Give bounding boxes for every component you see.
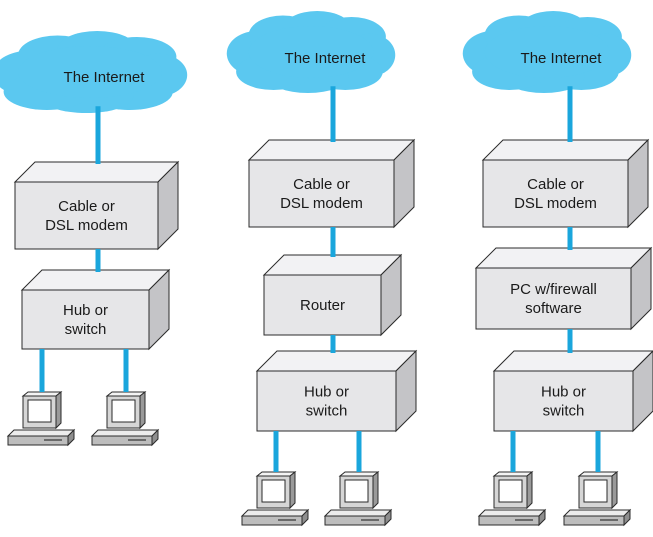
box-top-face	[247, 139, 416, 161]
device-label: software	[525, 300, 582, 317]
device-label: Router	[300, 297, 345, 314]
box-front-face	[248, 159, 395, 228]
device-box: Hub or switch	[20, 268, 171, 351]
device-label: switch	[543, 403, 585, 420]
device-box: Hub or switch	[492, 350, 653, 433]
device-box: Cable or DSL modem	[13, 160, 180, 251]
box-top-face	[20, 269, 171, 291]
box-front-face	[263, 274, 382, 336]
device-label: Cable or	[527, 176, 584, 193]
device-label: Cable or	[293, 176, 350, 193]
box-top-face	[492, 350, 653, 372]
device-box: Cable or DSL modem	[481, 138, 650, 229]
computer-icon	[240, 470, 310, 527]
computer-icon	[477, 470, 547, 527]
computer-icon	[6, 390, 76, 447]
device-label: PC w/firewall	[510, 281, 597, 298]
computer-icon	[562, 470, 632, 527]
device-label: Hub or	[304, 384, 349, 401]
cloud-label: The Internet	[285, 50, 367, 67]
box-front-face	[482, 159, 629, 228]
box-top-face	[255, 350, 418, 372]
computer-icon	[90, 390, 160, 447]
box-front-face	[21, 289, 150, 350]
device-box: PC w/firewall software	[474, 246, 653, 331]
box-top-face	[474, 247, 653, 269]
cloud-icon	[462, 10, 632, 94]
device-label: switch	[65, 321, 107, 338]
device-label: DSL modem	[280, 195, 363, 212]
cloud-label: The Internet	[521, 50, 603, 67]
device-box: Hub or switch	[255, 349, 418, 433]
device-label: Hub or	[63, 302, 108, 319]
device-label: switch	[306, 403, 348, 420]
computer-icon	[323, 470, 393, 527]
device-label: DSL modem	[45, 217, 128, 234]
device-label: Cable or	[58, 198, 115, 215]
box-top-face	[262, 254, 403, 276]
cloud-icon	[0, 30, 188, 114]
box-front-face	[493, 370, 634, 432]
cloud-label: The Internet	[64, 69, 146, 86]
box-front-face	[256, 370, 397, 432]
box-top-face	[13, 161, 180, 183]
box-top-face	[481, 139, 650, 161]
device-box: Cable or DSL modem	[247, 138, 416, 229]
box-front-face	[14, 181, 159, 250]
device-label: Hub or	[541, 384, 586, 401]
device-label: DSL modem	[514, 195, 597, 212]
device-box: Router	[262, 253, 403, 337]
box-front-face	[475, 267, 632, 330]
cloud-icon	[226, 10, 396, 94]
